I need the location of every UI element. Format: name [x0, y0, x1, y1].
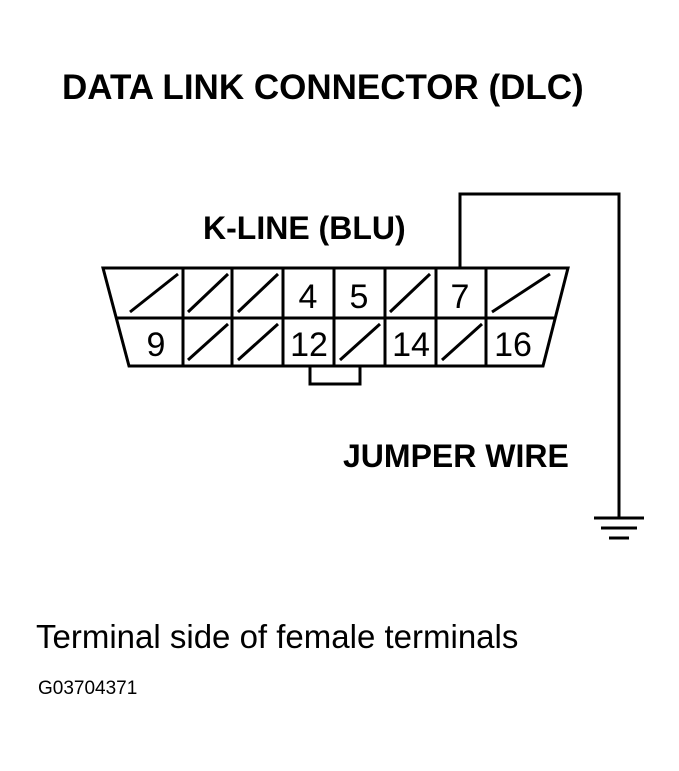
jumper-wire-label: JUMPER WIRE [343, 438, 569, 474]
diagram-title: DATA LINK CONNECTOR (DLC) [62, 68, 584, 107]
terminal-14: 14 [392, 326, 430, 364]
ground-icon [594, 516, 644, 540]
terminal-7: 7 [451, 278, 470, 316]
connector-tab [308, 366, 362, 386]
connector-body [101, 266, 570, 368]
figure-id: G03704371 [38, 678, 138, 699]
figure-caption: Terminal side of female terminals [36, 618, 519, 655]
terminal-4: 4 [299, 278, 318, 316]
terminal-12: 12 [290, 326, 328, 364]
jumper-wire [458, 192, 621, 518]
terminal-5: 5 [350, 278, 369, 316]
terminal-16: 16 [494, 326, 532, 364]
terminal-9: 9 [147, 326, 166, 364]
k-line-label: K-LINE (BLU) [203, 210, 406, 246]
